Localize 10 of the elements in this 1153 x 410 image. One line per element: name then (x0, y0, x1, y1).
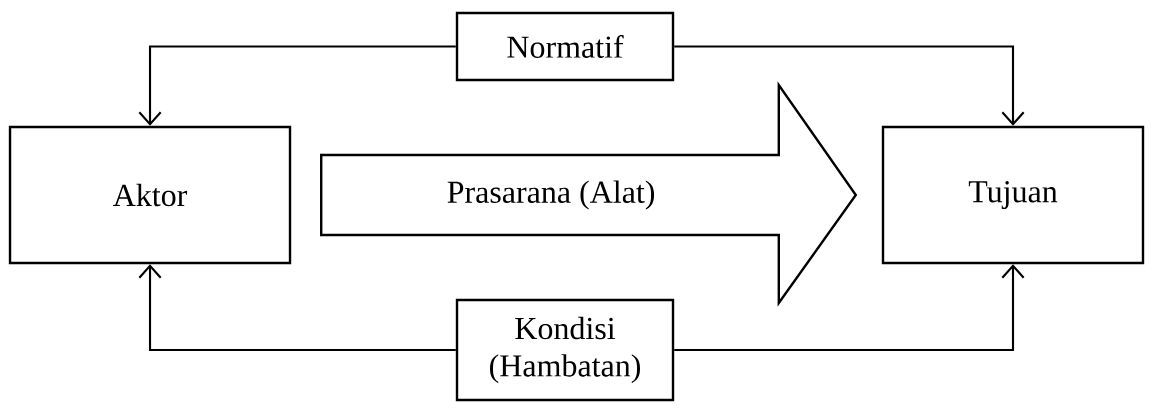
arrow (138, 264, 456, 352)
text-box: Aktor (8, 125, 292, 265)
block-arrow (320, 81, 858, 307)
text-box: Kondisi (Hambatan) (455, 298, 675, 402)
text-box: Tujuan (881, 125, 1145, 265)
arrow (138, 45, 456, 126)
text-box: Normatif (455, 11, 675, 82)
edge-label: Prasarana (Alat) (447, 180, 655, 210)
arrow (674, 45, 1025, 126)
arrow (674, 264, 1025, 352)
